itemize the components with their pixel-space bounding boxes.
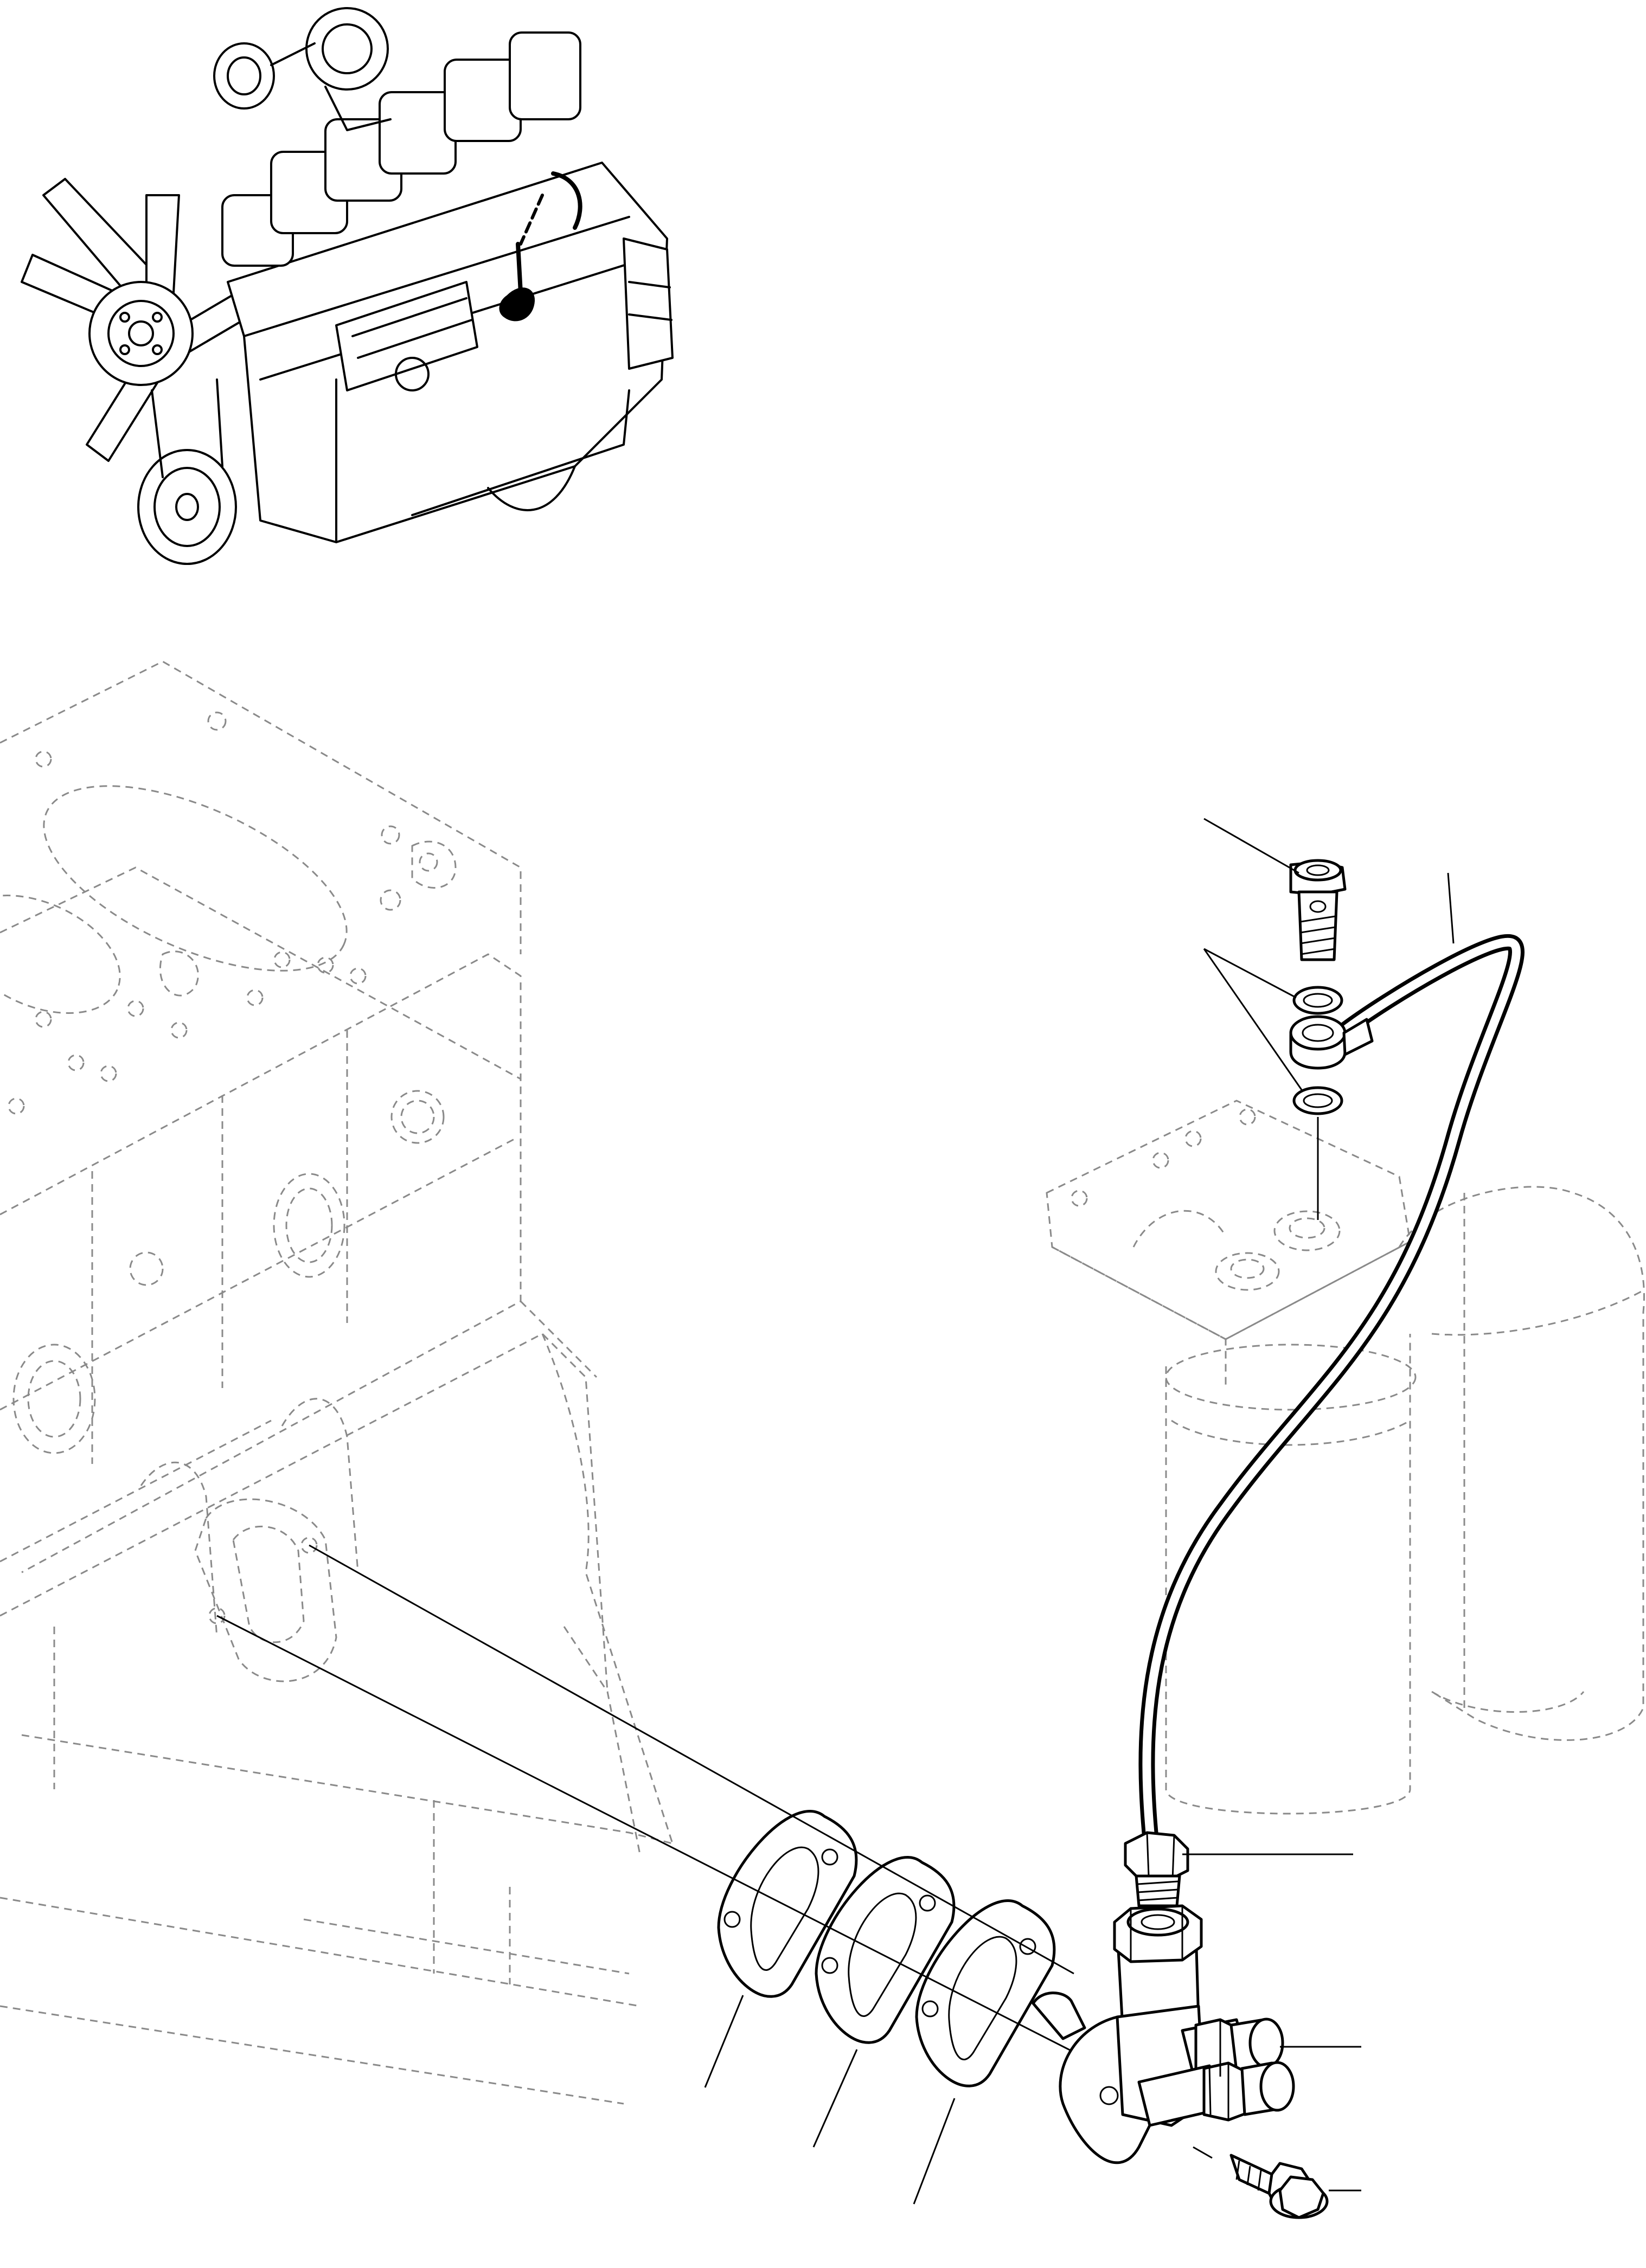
cylinder-head-covers bbox=[221, 31, 581, 267]
injection-pump bbox=[335, 281, 478, 391]
block-mounting-pad bbox=[194, 1498, 337, 1682]
leader-banjo-bolt bbox=[1203, 818, 1299, 874]
flywheel-housing bbox=[623, 237, 674, 370]
leader-washer-upper bbox=[1203, 948, 1297, 999]
sealing-washer-lower bbox=[1292, 1086, 1343, 1115]
highlighted-feed-pump bbox=[499, 171, 582, 322]
leader-gasket-2 bbox=[812, 2049, 858, 2148]
assembly-axis-main bbox=[216, 1615, 1091, 2061]
leader-washer-lower bbox=[1203, 948, 1303, 1090]
fuel-filter-assembly-ghost bbox=[1046, 1100, 1645, 1815]
cooling-fan bbox=[21, 178, 272, 462]
gasket-2 bbox=[815, 1856, 956, 2044]
leader-gasket-3 bbox=[913, 2098, 956, 2205]
banjo-fitting-eye bbox=[1289, 1015, 1374, 1070]
callout-leaders bbox=[704, 818, 1455, 2205]
turbocharger bbox=[213, 7, 392, 131]
banjo-bolt bbox=[1289, 859, 1347, 961]
leader-pump-flange bbox=[1193, 2146, 1213, 2159]
engine-block-ghost bbox=[0, 660, 674, 2105]
leader-gasket-1 bbox=[704, 1995, 744, 2088]
flange-bolt bbox=[1229, 2154, 1329, 2219]
fuel-feed-pump bbox=[1032, 1904, 1295, 2164]
sealing-washer-upper bbox=[1292, 986, 1343, 1015]
leader-fuel-pipe bbox=[1447, 872, 1455, 944]
head-bolt-holes bbox=[8, 711, 438, 1115]
gasket-1 bbox=[717, 1810, 858, 1998]
crankshaft-pulley bbox=[137, 378, 237, 565]
gasket-3 bbox=[915, 1899, 1056, 2087]
engine-overview-inset bbox=[21, 7, 674, 565]
fuel-pipe bbox=[1138, 934, 1525, 1865]
pipe-union-nut bbox=[1124, 1831, 1189, 1907]
assembly-axis-upper bbox=[309, 1544, 1074, 1975]
